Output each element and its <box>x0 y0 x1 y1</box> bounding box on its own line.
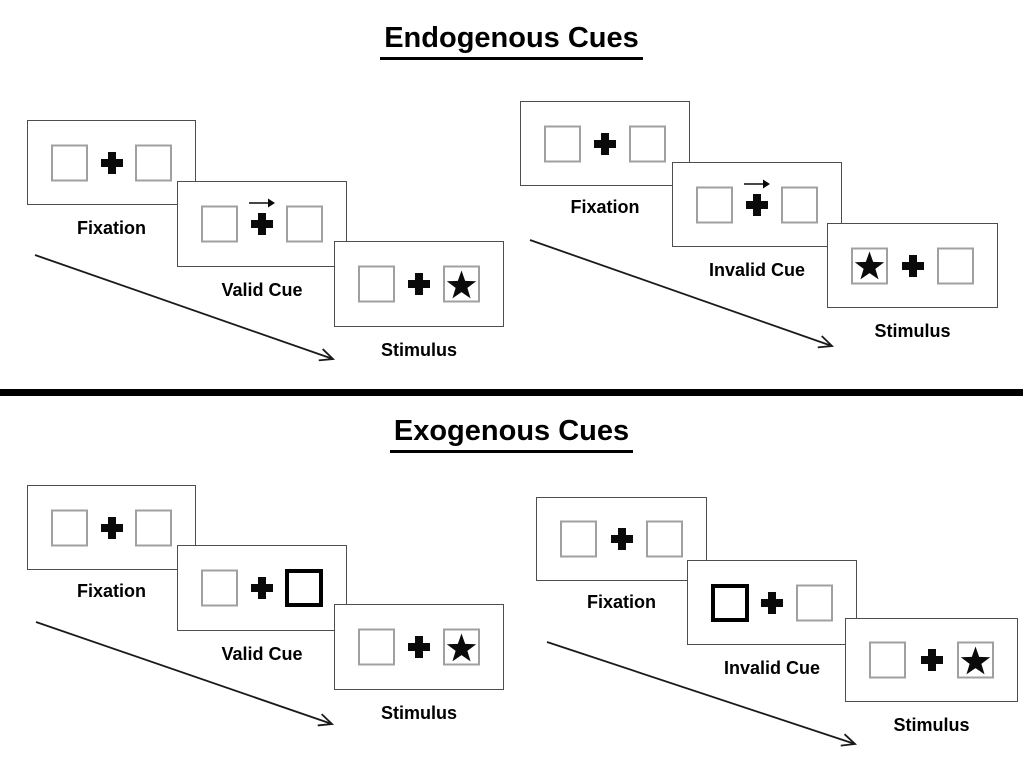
star-icon <box>446 633 477 661</box>
placeholder-box <box>937 247 974 284</box>
cue-panel <box>672 162 842 247</box>
placeholder-box <box>358 265 395 303</box>
cue-highlight-box <box>285 569 323 607</box>
panel-label: Fixation <box>76 581 146 601</box>
section-divider <box>0 389 1023 396</box>
fixation-cross-icon <box>901 254 924 277</box>
star-icon <box>960 646 991 674</box>
placeholder-box <box>869 641 906 679</box>
stimulus-panel <box>827 223 998 308</box>
section-title-exogenous: Exogenous Cues <box>389 415 634 453</box>
panel-label: Valid Cue <box>221 280 303 300</box>
star-icon <box>854 251 885 280</box>
placeholder-box <box>135 509 172 546</box>
cue-arrow-icon <box>744 179 770 189</box>
cue-panel <box>687 560 857 645</box>
panel-label: Fixation <box>586 592 656 612</box>
cue-arrow-icon <box>249 198 275 208</box>
fixation-cross-icon <box>408 273 430 295</box>
panel-label: Invalid Cue <box>723 658 821 678</box>
stimulus-box <box>851 247 888 284</box>
timeline-arrow <box>34 254 336 362</box>
panel-label: Fixation <box>570 197 640 217</box>
stimulus-box <box>443 265 480 303</box>
panel-label: Stimulus <box>380 703 457 723</box>
placeholder-box <box>135 144 172 181</box>
fixation-cross-icon <box>761 591 783 614</box>
placeholder-box <box>51 144 88 181</box>
cue-highlight-box <box>711 583 749 622</box>
fixation-cross-icon <box>920 649 943 671</box>
fixation-panel <box>536 497 707 581</box>
placeholder-box <box>544 125 581 162</box>
section-title-endogenous: Endogenous Cues <box>380 22 643 60</box>
panel-label: Fixation <box>76 218 146 238</box>
stimulus-box <box>443 628 480 666</box>
timeline-arrow <box>529 239 835 349</box>
placeholder-box <box>51 509 88 546</box>
fixation-panel <box>520 101 690 186</box>
fixation-cross-icon <box>408 636 430 658</box>
fixation-cross-icon <box>251 577 273 599</box>
placeholder-box <box>696 186 733 223</box>
timeline-arrow <box>35 621 335 727</box>
star-icon <box>446 270 477 298</box>
section-title-row: Exogenous Cues <box>0 415 1023 453</box>
fixation-cross-icon <box>746 193 768 216</box>
fixation-cross-icon <box>594 132 616 155</box>
placeholder-box <box>201 569 238 607</box>
stimulus-panel <box>845 618 1018 702</box>
section-title-row: Endogenous Cues <box>0 22 1023 60</box>
placeholder-box <box>629 125 666 162</box>
placeholder-box <box>646 520 683 558</box>
fixation-cross-icon <box>251 213 273 235</box>
placeholder-box <box>560 520 597 558</box>
placeholder-box <box>201 205 238 243</box>
placeholder-box <box>286 205 323 243</box>
stimulus-box <box>957 641 994 679</box>
fixation-cross-icon <box>610 528 633 550</box>
panel-label: Invalid Cue <box>708 260 806 280</box>
cue-panel <box>177 181 347 267</box>
fixation-cross-icon <box>100 151 123 174</box>
panel-label: Stimulus <box>380 340 457 360</box>
timeline-arrow <box>546 641 858 747</box>
stimulus-panel <box>334 241 504 327</box>
placeholder-box <box>781 186 818 223</box>
cue-panel <box>177 545 347 631</box>
panel-label: Stimulus <box>874 321 951 341</box>
panel-label: Stimulus <box>893 715 970 735</box>
fixation-cross-icon <box>100 516 123 539</box>
stimulus-panel <box>334 604 504 690</box>
placeholder-box <box>358 628 395 666</box>
fixation-panel <box>27 120 196 205</box>
panel-label: Valid Cue <box>221 644 303 664</box>
fixation-panel <box>27 485 196 570</box>
placeholder-box <box>796 584 833 621</box>
